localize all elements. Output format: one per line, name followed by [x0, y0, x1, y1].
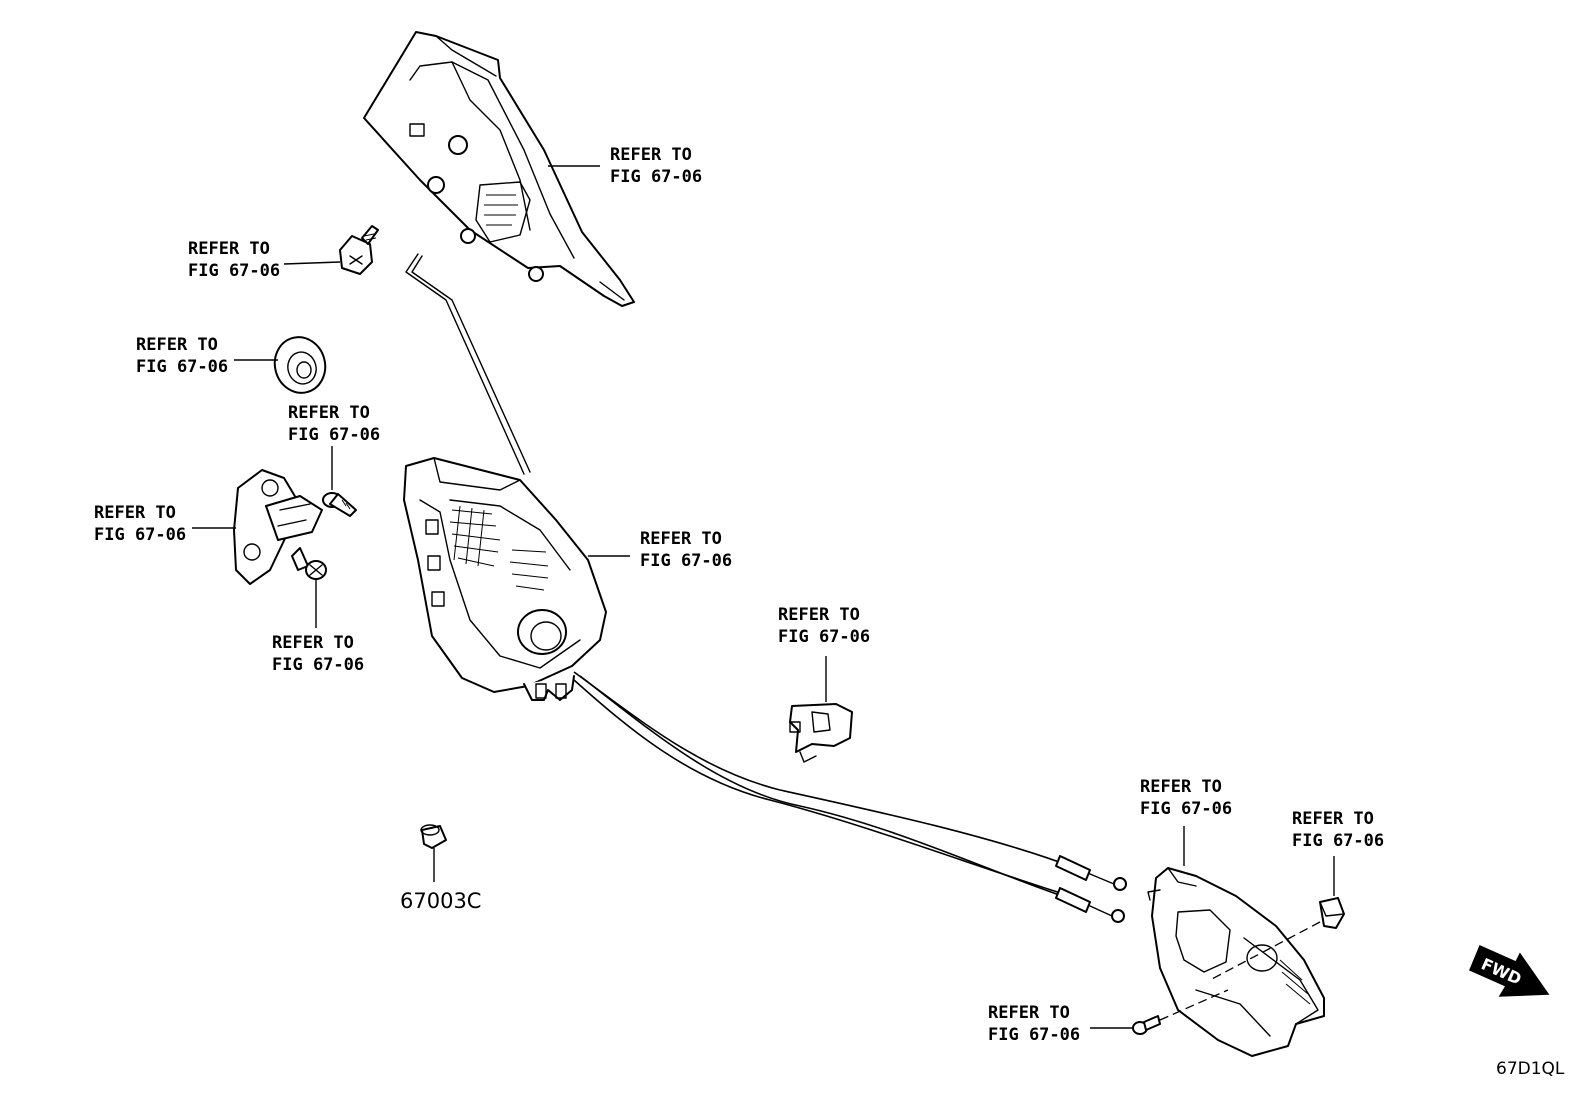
callout-screw-lower: REFER TO FIG 67-06	[272, 580, 364, 675]
lock-rod	[405, 253, 531, 475]
door-lock-assembly	[363, 31, 635, 307]
control-cables	[573, 671, 1127, 923]
callout-line1: REFER TO	[640, 529, 722, 549]
callout-line1: REFER TO	[288, 403, 370, 423]
inside-handle-assembly	[403, 457, 607, 701]
grommet	[273, 336, 327, 394]
callout-line2: FIG 67-06	[1292, 831, 1384, 851]
callout-line1: REFER TO	[610, 145, 692, 165]
screw-upper	[322, 492, 357, 517]
callout-line2: FIG 67-06	[272, 655, 364, 675]
callout-striker: REFER TO FIG 67-06	[94, 503, 236, 545]
callout-line2: FIG 67-06	[610, 167, 702, 187]
callout-line2: FIG 67-06	[988, 1025, 1080, 1045]
callout-line2: FIG 67-06	[136, 357, 228, 377]
callout-line2: FIG 67-06	[1140, 799, 1232, 819]
callout-inside-handle: REFER TO FIG 67-06	[588, 529, 732, 571]
callout-bezel-screw: REFER TO FIG 67-06	[988, 1003, 1132, 1045]
callout-line2: FIG 67-06	[288, 425, 380, 445]
cable-clip	[789, 703, 853, 763]
callout-door-lock: REFER TO FIG 67-06	[548, 145, 702, 187]
screw-lower	[291, 547, 327, 580]
callout-line1: REFER TO	[188, 239, 270, 259]
cap-part-67003c: 67003C	[400, 824, 481, 913]
callout-line1: REFER TO	[1292, 809, 1374, 829]
callout-line1: REFER TO	[1140, 777, 1222, 797]
figure-id: 67D1QL	[1496, 1059, 1565, 1079]
door-striker	[233, 469, 323, 585]
callout-line1: REFER TO	[778, 605, 860, 625]
callout-line1: REFER TO	[136, 335, 218, 355]
callout-line1: REFER TO	[272, 633, 354, 653]
callout-line2: FIG 67-06	[778, 627, 870, 647]
part-number-label: 67003C	[400, 889, 481, 913]
bezel-cap	[1209, 897, 1345, 981]
callout-line2: FIG 67-06	[188, 261, 280, 281]
door-handle-bezel	[1147, 867, 1325, 1057]
callout-bolt: REFER TO FIG 67-06	[188, 239, 341, 281]
callout-screw-upper: REFER TO FIG 67-06	[288, 403, 380, 490]
callout-bezel-cap: REFER TO FIG 67-06	[1292, 809, 1384, 896]
callout-line2: FIG 67-06	[640, 551, 732, 571]
callout-cable-clip: REFER TO FIG 67-06	[778, 605, 870, 702]
callout-bezel: REFER TO FIG 67-06	[1140, 777, 1232, 866]
callout-grommet: REFER TO FIG 67-06	[136, 335, 278, 377]
callout-line1: REFER TO	[988, 1003, 1070, 1023]
callout-line2: FIG 67-06	[94, 525, 186, 545]
forward-direction-arrow: FWD	[1469, 945, 1550, 997]
hex-bolt	[339, 225, 379, 275]
callout-line1: REFER TO	[94, 503, 176, 523]
bezel-screw	[1132, 989, 1229, 1035]
